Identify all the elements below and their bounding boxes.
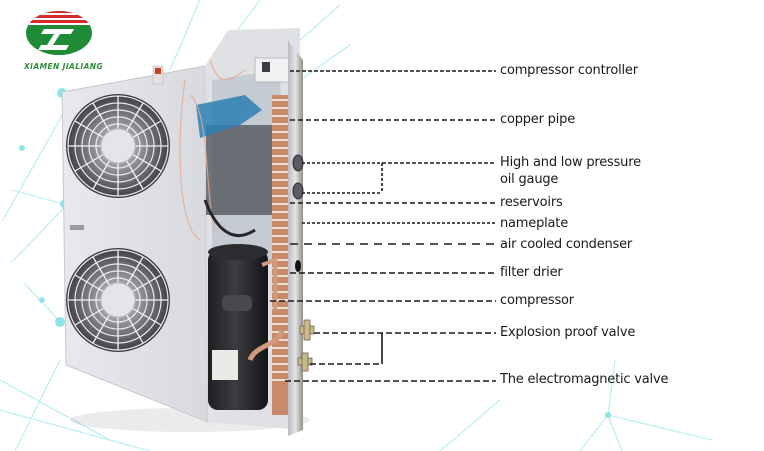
label-compressor-controller: compressor controller (500, 63, 638, 78)
fan-bottom (66, 248, 170, 352)
label-explosion-proof-valve: Explosion proof valve (500, 325, 636, 340)
label-filter-drier: filter drier (500, 265, 563, 280)
fan-top (66, 94, 170, 198)
label-copper-pipe: copper pipe (500, 112, 575, 127)
label-pressure-gauge-line1: High and low pressure (500, 155, 641, 170)
label-pressure-gauge-line2: oil gauge (500, 172, 559, 187)
label-compressor: compressor (500, 293, 574, 308)
company-logo: XIAMEN JIALIANG (14, 5, 104, 71)
label-nameplate: nameplate (500, 216, 568, 231)
logo-emblem-icon (26, 11, 92, 55)
label-air-cooled-condenser: air cooled condenser (500, 237, 633, 252)
label-reservoirs: reservoirs (500, 195, 563, 210)
company-name: XIAMEN JIALIANG (24, 62, 104, 71)
label-electromagnetic-valve: The electromagnetic valve (500, 372, 669, 387)
